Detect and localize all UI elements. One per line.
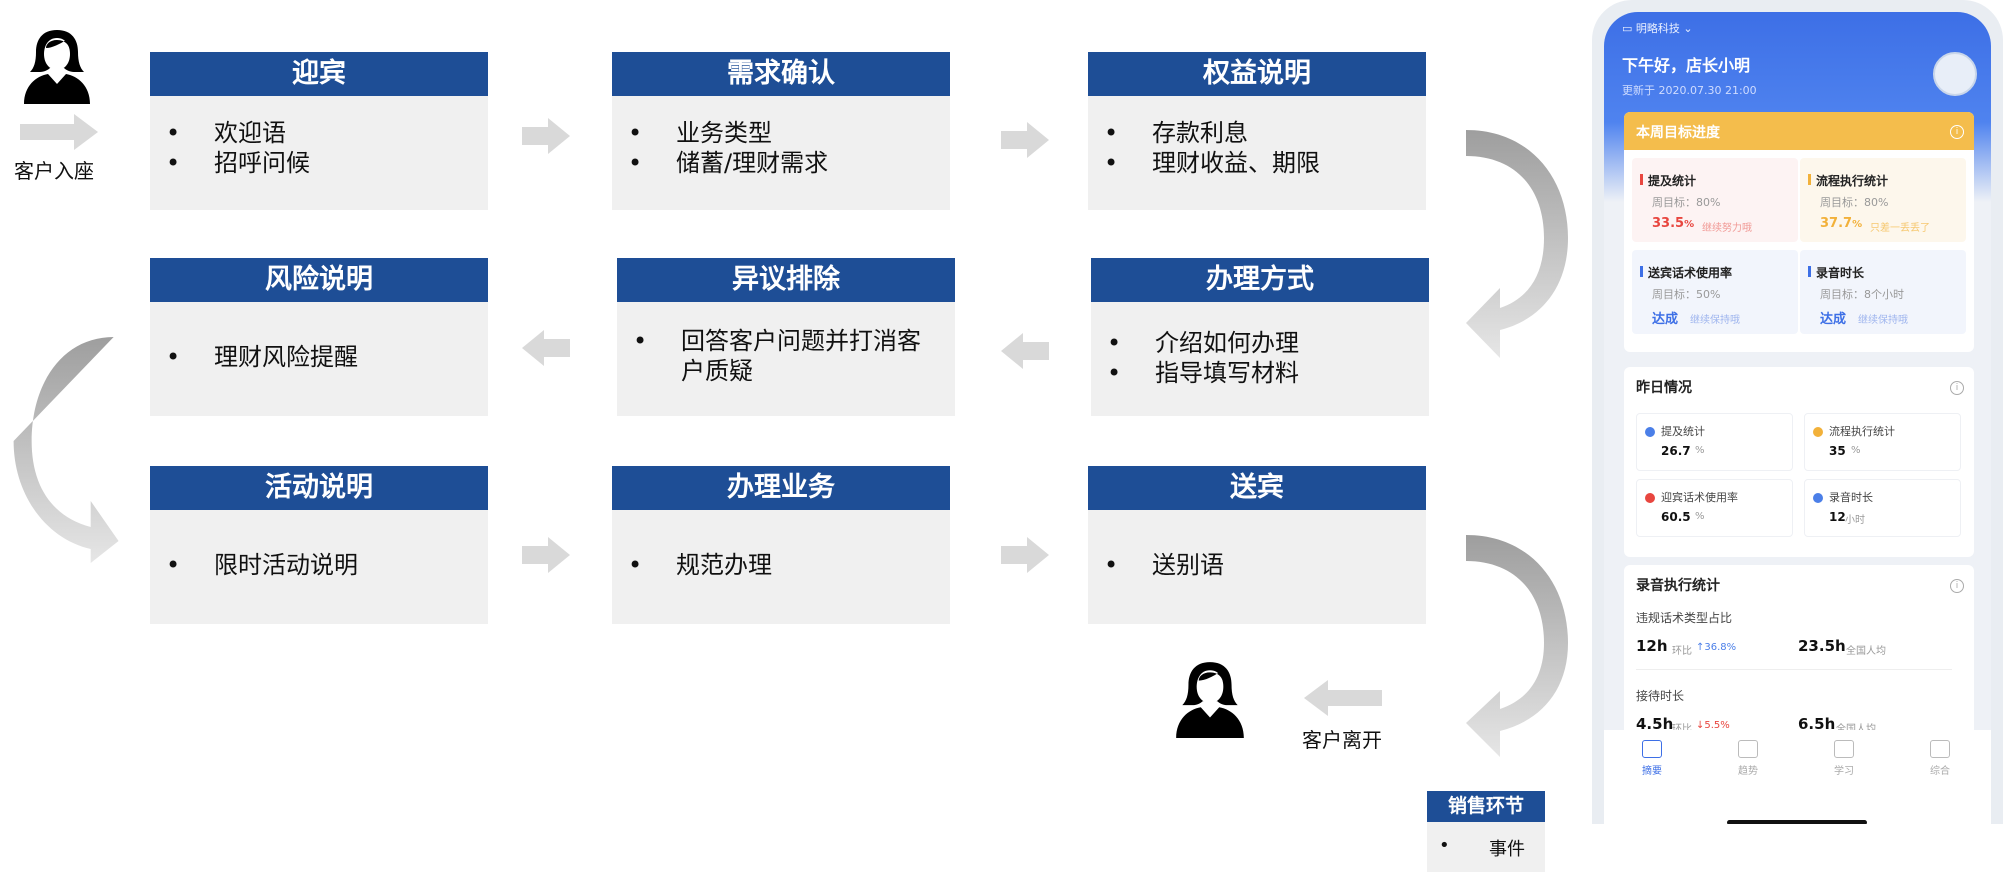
flow-arrow-right-icon: [522, 118, 570, 154]
customer-leave-label: 客户离开: [1302, 728, 1382, 752]
building-icon: ▭: [1622, 22, 1633, 35]
yesterday-tile[interactable]: 迎宾话术使用率 60.5 %: [1636, 479, 1793, 537]
step-item: 介绍如何办理: [1107, 328, 1429, 358]
step-box-risk: 风险说明 理财风险提醒: [150, 258, 488, 416]
step-item: 欢迎语: [166, 118, 488, 148]
curve-arrow-down-left-icon: [13, 337, 119, 563]
step-box-objection: 异议排除 回答客户问题并打消客户质疑: [617, 258, 955, 416]
customer-enter-person-icon: [24, 30, 90, 104]
step-item: 理财风险提醒: [166, 342, 488, 372]
tab-summary[interactable]: 摘要: [1622, 740, 1682, 777]
tab-learn[interactable]: 学习: [1814, 740, 1874, 777]
step-item: 储蓄/理财需求: [628, 148, 950, 178]
info-icon[interactable]: i: [1950, 381, 1964, 395]
info-icon[interactable]: i: [1950, 579, 1964, 593]
step-title: 异议排除: [617, 258, 955, 302]
books-icon: [1834, 740, 1854, 758]
update-time: 更新于 2020.07.30 21:00: [1622, 84, 1757, 97]
chevron-down-icon: ⌄: [1683, 22, 1693, 35]
company-selector[interactable]: ▭ 明略科技 ⌄: [1622, 20, 1693, 36]
grid-icon: [1930, 740, 1950, 758]
step-title: 需求确认: [612, 52, 950, 96]
tab-overall[interactable]: 综合: [1910, 740, 1970, 777]
step-box-activity: 活动说明 限时活动说明: [150, 466, 488, 624]
flow-arrow-left-icon: [522, 330, 570, 366]
step-title: 送宾: [1088, 466, 1426, 510]
step-item: 存款利息: [1104, 118, 1426, 148]
info-icon[interactable]: i: [1950, 125, 1964, 139]
weekly-progress-card: 本周目标进度 i 提及统计 周目标：80% 33.5% 继续努力哦 流程执行统计…: [1624, 112, 1974, 352]
step-box-needs: 需求确认 业务类型 储蓄/理财需求: [612, 52, 950, 210]
recording-label: 接待时长: [1636, 689, 1685, 703]
enter-arrow-icon: [20, 114, 98, 150]
step-box-transaction: 办理业务 规范办理: [612, 466, 950, 624]
yesterday-card: 昨日情况 i 提及统计 26.7 % 流程执行统计 35 % 迎宾话术使用率 6…: [1624, 367, 1974, 557]
phone-mockup: ▭ 明略科技 ⌄ 下午好，店长小明 更新于 2020.07.30 21:00 本…: [1592, 0, 2003, 824]
step-item: 限时活动说明: [166, 550, 488, 580]
tab-bar: 摘要 趋势 学习 综合: [1604, 730, 1991, 824]
home-indicator: [1727, 820, 1867, 824]
yesterday-title: 昨日情况: [1636, 380, 1692, 396]
step-title: 风险说明: [150, 258, 488, 302]
flow-arrow-right-icon: [522, 537, 570, 573]
leave-arrow-icon: [1304, 680, 1382, 716]
yesterday-tile[interactable]: 提及统计 26.7 %: [1636, 413, 1793, 471]
step-box-welcome: 迎宾 欢迎语 招呼问候: [150, 52, 488, 210]
step-title: 办理方式: [1091, 258, 1429, 302]
chart-icon: [1738, 740, 1758, 758]
step-item: 招呼问候: [166, 148, 488, 178]
curve-arrow-down-right-icon: [1466, 535, 1568, 757]
customer-enter-label: 客户入座: [14, 159, 94, 183]
yesterday-tile[interactable]: 录音时长 12 小时: [1804, 479, 1961, 537]
step-title: 活动说明: [150, 466, 488, 510]
weekly-tile[interactable]: 录音时长 周目标：8个小时 达成 继续保持哦: [1800, 250, 1966, 334]
step-item: 理财收益、期限: [1104, 148, 1426, 178]
flow-arrow-right-icon: [1001, 122, 1049, 158]
customer-leave-person-icon: [1176, 662, 1244, 738]
step-title: 迎宾: [150, 52, 488, 96]
step-item: 送别语: [1104, 550, 1426, 580]
weekly-title: 本周目标进度: [1636, 125, 1720, 141]
legend-title: 销售环节: [1427, 791, 1545, 822]
weekly-tile[interactable]: 提及统计 周目标：80% 33.5% 继续努力哦: [1632, 158, 1798, 242]
home-icon: [1642, 740, 1662, 758]
legend: 销售环节 • 事件: [1427, 791, 1545, 872]
flow-arrow-left-icon: [1001, 333, 1049, 369]
avatar[interactable]: [1933, 52, 1977, 96]
curve-arrow-down-right-icon: [1466, 130, 1568, 358]
step-item: 规范办理: [628, 550, 950, 580]
step-box-farewell: 送宾 送别语: [1088, 466, 1426, 624]
weekly-tile[interactable]: 流程执行统计 周目标：80% 37.7% 只差一丢丢了: [1800, 158, 1966, 242]
flow-arrow-right-icon: [1001, 537, 1049, 573]
legend-item: 事件: [1489, 839, 1525, 860]
greeting: 下午好，店长小明: [1622, 56, 1751, 75]
step-title: 权益说明: [1088, 52, 1426, 96]
tab-trend[interactable]: 趋势: [1718, 740, 1778, 777]
step-item: 业务类型: [628, 118, 950, 148]
step-box-method: 办理方式 介绍如何办理 指导填写材料: [1091, 258, 1429, 416]
weekly-tile[interactable]: 送宾话术使用率 周目标：50% 达成 继续保持哦: [1632, 250, 1798, 334]
step-item: 指导填写材料: [1107, 358, 1429, 388]
step-title: 办理业务: [612, 466, 950, 510]
recording-card: 录音执行统计 i 违规话术类型占比 12h 环比 ↑36.8% 23.5h 全国…: [1624, 565, 1974, 745]
recording-label: 违规话术类型占比: [1636, 611, 1733, 625]
yesterday-tile[interactable]: 流程执行统计 35 %: [1804, 413, 1961, 471]
recording-title: 录音执行统计: [1636, 578, 1720, 594]
company-name: 明略科技: [1635, 22, 1680, 35]
step-item: 回答客户问题并打消客户质疑: [633, 326, 935, 386]
step-box-rights: 权益说明 存款利息 理财收益、期限: [1088, 52, 1426, 210]
